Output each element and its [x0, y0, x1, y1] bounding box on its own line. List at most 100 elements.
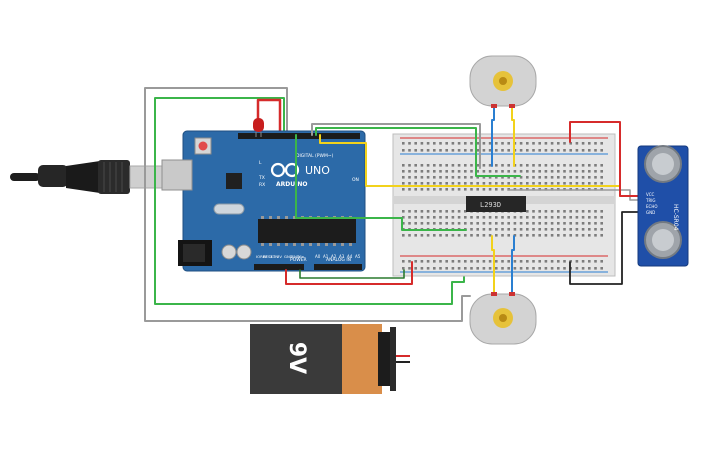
- wire-blue-motor-bottom: [511, 235, 515, 297]
- breadboard-hole: [408, 210, 411, 213]
- breadboard-hole: [402, 142, 405, 145]
- wire-yellow-motor-top: [511, 103, 515, 167]
- breadboard-hole: [445, 164, 448, 167]
- breadboard-hole: [581, 267, 585, 270]
- breadboard-hole: [495, 267, 498, 270]
- pin-label: GND: [291, 254, 300, 259]
- wire-blue-motor-top: [491, 103, 495, 167]
- breadboard-hole: [569, 142, 572, 145]
- wire-red-led: [256, 98, 282, 134]
- breadboard-hole: [519, 267, 523, 270]
- breadboard-hole: [445, 149, 448, 152]
- breadboard-hole: [557, 210, 560, 213]
- breadboard-hole: [488, 234, 492, 237]
- breadboard-hole: [538, 234, 541, 237]
- breadboard-hole: [588, 228, 591, 231]
- breadboard-hole: [470, 182, 473, 185]
- breadboard-hole: [495, 234, 498, 237]
- breadboard-hole: [445, 188, 448, 191]
- breadboard-hole: [420, 142, 424, 145]
- breadboard-hole: [526, 222, 529, 225]
- breadboard-hole: [414, 260, 417, 263]
- breadboard-hole: [501, 228, 504, 231]
- breadboard-hole: [532, 222, 535, 225]
- breadboard-hole: [507, 142, 510, 145]
- breadboard-hole: [439, 267, 442, 270]
- breadboard-hole: [507, 170, 510, 173]
- breadboard-hole: [470, 260, 473, 263]
- breadboard-hole: [575, 149, 579, 152]
- breadboard-hole: [488, 182, 492, 185]
- breadboard-hole: [538, 260, 541, 263]
- breadboard-hole: [594, 234, 597, 237]
- breadboard-hole: [445, 260, 448, 263]
- breadboard-hole: [439, 176, 442, 179]
- breadboard-hole: [550, 222, 554, 225]
- breadboard-hole: [594, 216, 597, 219]
- breadboard-hole: [464, 182, 467, 185]
- sensor-pin-label: GND: [646, 210, 655, 215]
- breadboard-hole: [470, 267, 473, 270]
- breadboard-hole: [439, 164, 442, 167]
- breadboard-hole: [482, 182, 486, 185]
- breadboard-hole: [544, 260, 548, 263]
- breadboard-hole: [575, 267, 579, 270]
- pin-label: A2: [331, 254, 337, 259]
- breadboard-hole: [532, 176, 535, 179]
- breadboard-hole: [451, 149, 455, 152]
- breadboard-hole: [581, 142, 585, 145]
- breadboard-hole: [476, 164, 479, 167]
- sensor-pin-label: TRIG: [645, 198, 656, 203]
- breadboard-hole: [569, 228, 572, 231]
- breadboard-hole: [476, 142, 479, 145]
- breadboard-hole: [495, 260, 498, 263]
- breadboard-hole: [569, 182, 572, 185]
- breadboard-hole: [414, 210, 417, 213]
- breadboard-hole: [402, 176, 405, 179]
- breadboard-hole: [557, 170, 560, 173]
- breadboard-hole: [588, 164, 591, 167]
- breadboard-hole: [402, 260, 405, 263]
- breadboard-hole: [600, 260, 603, 263]
- breadboard-hole: [445, 182, 448, 185]
- breadboard-hole: [464, 234, 467, 237]
- breadboard-hole: [588, 142, 591, 145]
- pin-label: 3.3V: [270, 254, 279, 259]
- breadboard-hole: [433, 164, 436, 167]
- breadboard-hole: [519, 142, 523, 145]
- breadboard-hole: [532, 149, 535, 152]
- breadboard-hole: [507, 228, 510, 231]
- breadboard-hole: [519, 260, 523, 263]
- breadboard-hole: [519, 149, 523, 152]
- breadboard-hole: [532, 182, 535, 185]
- breadboard-hole: [569, 164, 572, 167]
- breadboard-hole: [519, 170, 523, 173]
- breadboard-hole: [519, 234, 523, 237]
- pin-label: A1: [323, 254, 329, 259]
- breadboard-hole: [563, 260, 566, 263]
- breadboard-hole: [588, 267, 591, 270]
- breadboard-hole: [451, 182, 455, 185]
- breadboard-hole: [594, 222, 597, 225]
- breadboard-hole: [476, 182, 479, 185]
- breadboard-hole: [414, 267, 417, 270]
- breadboard-hole: [557, 234, 560, 237]
- breadboard-hole: [426, 142, 430, 145]
- breadboard-hole: [544, 170, 548, 173]
- breadboard-hole: [495, 176, 498, 179]
- breadboard-hole: [457, 142, 461, 145]
- breadboard-hole: [507, 234, 510, 237]
- breadboard: [392, 133, 616, 277]
- breadboard-hole: [451, 164, 455, 167]
- breadboard-hole: [433, 182, 436, 185]
- breadboard-hole: [402, 182, 405, 185]
- l-label: L: [259, 160, 262, 166]
- breadboard-hole: [488, 164, 492, 167]
- breadboard-hole: [600, 176, 603, 179]
- breadboard-hole: [495, 216, 498, 219]
- breadboard-hole: [588, 222, 591, 225]
- breadboard-hole: [470, 176, 473, 179]
- on-label: ON: [352, 177, 359, 183]
- breadboard-hole: [439, 188, 442, 191]
- breadboard-hole: [600, 170, 603, 173]
